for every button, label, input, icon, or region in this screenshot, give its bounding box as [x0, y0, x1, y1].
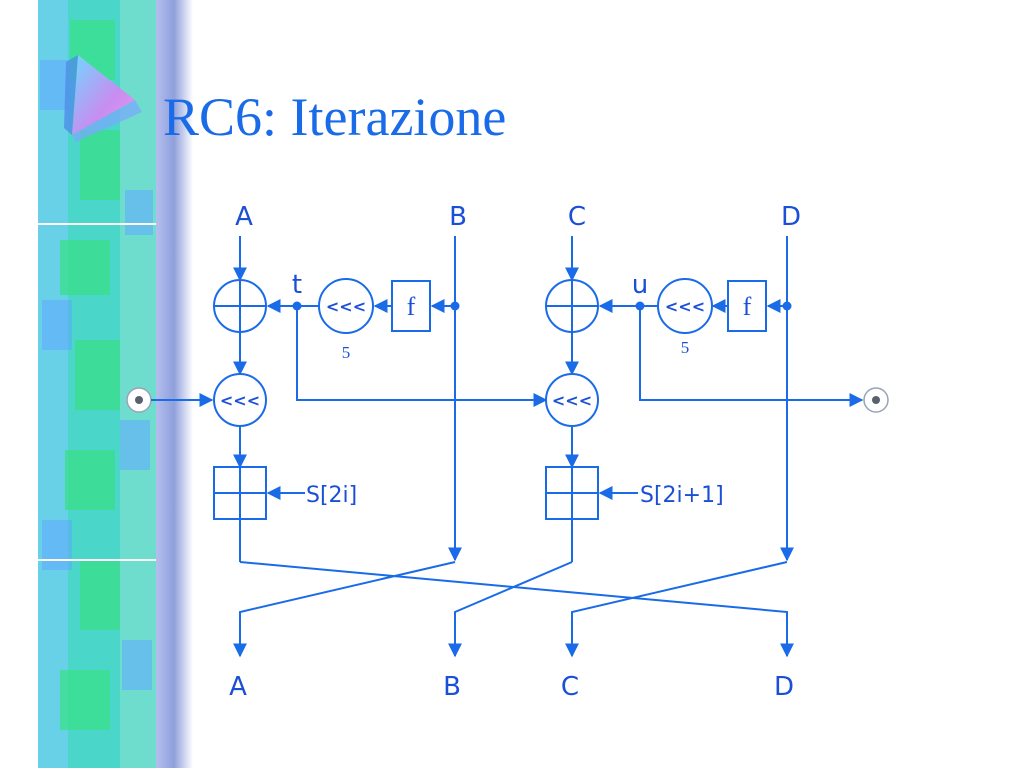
right-port — [863, 387, 889, 413]
rotate-left-main-symbol: <<< — [220, 391, 260, 410]
func-box-left — [391, 280, 431, 332]
func-label-right: f — [743, 292, 752, 321]
output-label-a: A — [229, 672, 247, 702]
func-label-left: f — [407, 292, 416, 321]
wire-perm-a-to-d — [239, 561, 794, 658]
rotate-right-fixed-symbol: <<< — [665, 297, 705, 316]
input-label-a: A — [235, 202, 253, 232]
wire-u-to-port — [639, 306, 864, 407]
wire-perm-d-to-c — [565, 561, 788, 658]
rotate-amount-right: 5 — [681, 338, 690, 357]
rotate-right-main-symbol: <<< — [552, 391, 592, 410]
wire-perm-c-to-b — [448, 561, 573, 658]
title-triangle-logo — [64, 55, 142, 142]
page-title: RC6: Iterazione — [163, 87, 506, 147]
output-permutation — [233, 561, 794, 658]
output-label-b: B — [443, 672, 461, 702]
temp-label-u: u — [632, 270, 648, 300]
input-label-c: C — [568, 202, 586, 232]
wire-perm-b-to-a — [233, 561, 456, 658]
input-label-b: B — [449, 202, 467, 232]
rotate-left-fixed-symbol: <<< — [326, 297, 366, 316]
output-label-c: C — [561, 672, 579, 702]
input-label-d: D — [781, 202, 801, 232]
left-branch: <<< S[2i] f <<< 5 t — [213, 236, 548, 562]
temp-label-t: t — [292, 270, 302, 300]
output-label-d: D — [774, 672, 794, 702]
left-port — [126, 387, 214, 413]
wire-t-to-right-rotate — [296, 306, 548, 407]
key-label-right: S[2i+1] — [640, 483, 724, 508]
key-label-left: S[2i] — [306, 483, 357, 508]
right-branch: <<< S[2i+1] f <<< 5 u — [545, 236, 864, 562]
rotate-amount-left: 5 — [342, 343, 351, 362]
